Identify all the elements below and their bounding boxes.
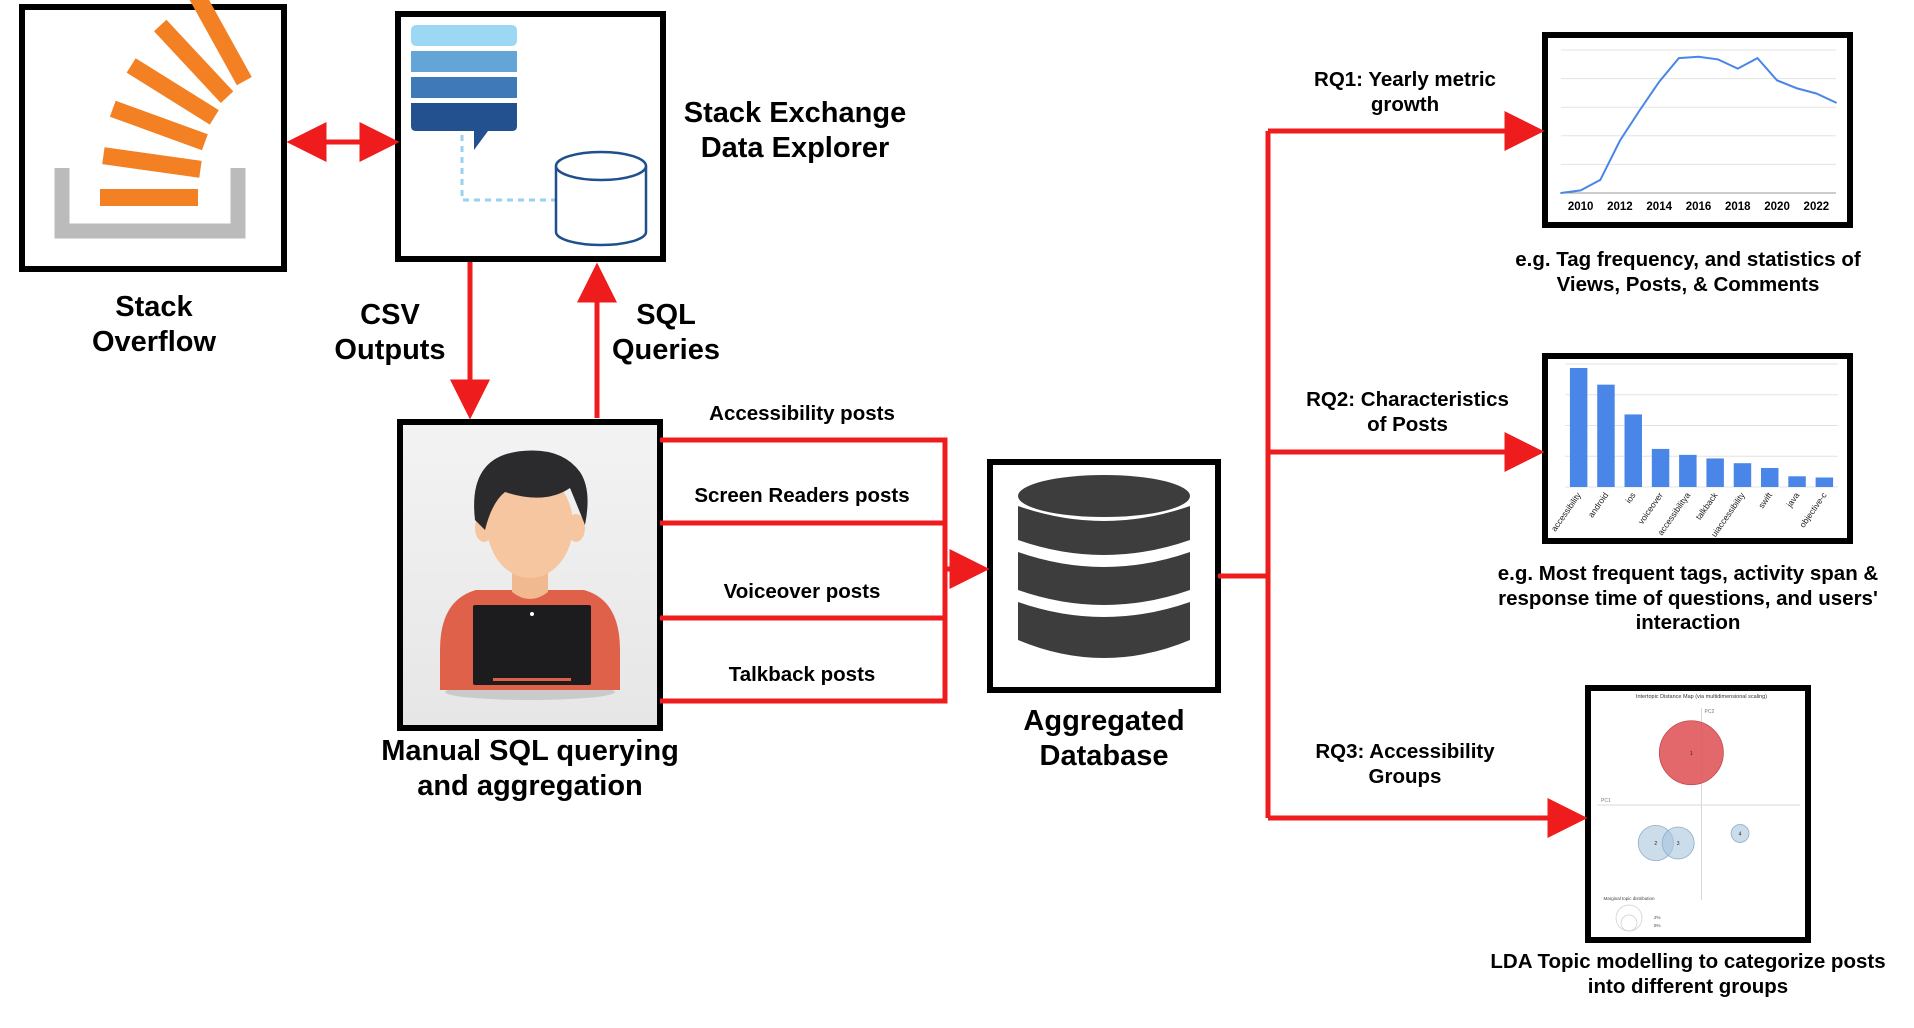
- rq1-data-point: [1579, 189, 1582, 192]
- rq3-topic-map: Intertopic Distance Map (via multidimens…: [1597, 694, 1800, 932]
- rq1-data-point: [1795, 87, 1798, 90]
- rq2-bar: [1788, 476, 1806, 487]
- rq2-bar: [1733, 463, 1752, 487]
- rq1-tick-label: 2014: [1646, 201, 1672, 213]
- data-explorer-title: Stack Exchange Data Explorer: [683, 97, 907, 164]
- aggregated-database-title: Aggregated Database: [1023, 705, 1185, 772]
- rq2-label: RQ2: Characteristics of Posts: [1306, 388, 1509, 436]
- rq3-topic-label: 4: [1739, 832, 1742, 838]
- edge-accessibility: [660, 437, 948, 569]
- data-explorer-icon: [411, 25, 648, 247]
- sql-queries-label: SQL Queries: [612, 299, 720, 366]
- data-explorer-node: [395, 11, 666, 262]
- rq3-topic-label: 1: [1690, 751, 1693, 757]
- rq2-bar: [1706, 458, 1724, 487]
- manual-sql-node: [397, 419, 663, 731]
- rq2-bar: [1624, 414, 1642, 487]
- rq1-line-chart: 2010 2012 2014 2016 2018 2020 2022: [1560, 49, 1837, 213]
- edge-label-screen-readers: Screen Readers posts: [694, 484, 910, 507]
- rq2-bar: [1761, 467, 1779, 487]
- rq1-tick-label: 2020: [1764, 201, 1790, 213]
- rq1-data-point: [1736, 67, 1739, 70]
- rq2-bar: [1815, 477, 1834, 487]
- rq1-chart-frame: 2010 2012 2014 2016 2018 2020 2022: [1542, 32, 1853, 228]
- rq1-tick-label: 2018: [1725, 201, 1751, 213]
- rq1-data-point: [1560, 192, 1562, 194]
- rq3-axis-label-pc2: PC2: [1705, 709, 1715, 715]
- rq1-data-point: [1677, 57, 1680, 60]
- rq1-data-point: [1658, 80, 1661, 83]
- arrows: [286, 111, 1588, 838]
- rq2-description: e.g. Most frequent tags, activity span &…: [1497, 562, 1879, 635]
- rq3-label: RQ3: Accessibility Groups: [1315, 740, 1495, 788]
- rq1-tick-label: 2010: [1568, 201, 1594, 213]
- rq3-topic-bubble: [1730, 824, 1750, 843]
- rq3-legend-value: 2%: [1654, 915, 1661, 920]
- manual-sql-title: Manual SQL querying and aggregation: [381, 735, 679, 802]
- rq3-topic-label: 2: [1654, 841, 1657, 847]
- edge-label-accessibility: Accessibility posts: [709, 402, 895, 425]
- stack-overflow-title: Stack Overflow: [91, 291, 217, 358]
- rq1-description: e.g. Tag frequency, and statistics of Vi…: [1515, 248, 1861, 296]
- rq2-bar: [1651, 448, 1670, 487]
- stack-overflow-node: [19, 0, 287, 272]
- rq1-tick-label: 2016: [1686, 201, 1712, 213]
- rq1-data-point: [1697, 55, 1700, 58]
- rq3-topic-bubble: [1658, 720, 1724, 786]
- stack-overflow-logo-icon: [54, 0, 252, 239]
- rq3-description: LDA Topic modelling to categorize posts …: [1490, 950, 1886, 998]
- rq2-bar: [1679, 454, 1697, 487]
- edge-talkback: [660, 569, 948, 704]
- rq1-data-point: [1756, 57, 1759, 60]
- developer-avatar-icon: [440, 450, 620, 700]
- aggregated-database-node: [987, 459, 1221, 693]
- rq2-bar: [1597, 384, 1615, 487]
- rq1-data-point: [1835, 101, 1837, 104]
- rq3-legend-circle: [1620, 914, 1638, 932]
- rq3-axis-label-pc1: PC1: [1601, 798, 1611, 804]
- rq1-data-point: [1638, 109, 1641, 112]
- edge-label-voiceover: Voiceover posts: [723, 580, 881, 603]
- rq2-bar: [1569, 368, 1588, 487]
- rq3-legend-title: Marginal topic distribution: [1603, 896, 1655, 901]
- rq1-tick-label: 2022: [1804, 201, 1830, 213]
- edge-label-talkback: Talkback posts: [728, 663, 876, 686]
- rq1-tick-label: 2012: [1607, 201, 1633, 213]
- rq3-chart-frame: Intertopic Distance Map (via multidimens…: [1585, 685, 1811, 943]
- rq3-topic-bubble: [1661, 826, 1695, 860]
- rq1-data-point: [1619, 139, 1621, 142]
- rq3-topic-label: 3: [1677, 841, 1680, 847]
- rq3-legend-value: 5%: [1654, 923, 1661, 928]
- rq1-label: RQ1: Yearly metric growth: [1314, 68, 1496, 116]
- rq3-map-title: Intertopic Distance Map (via multidimens…: [1636, 694, 1767, 700]
- rq1-data-point: [1815, 92, 1818, 95]
- database-icon: [1018, 475, 1190, 658]
- csv-outputs-label: CSV Outputs: [334, 299, 446, 366]
- rq1-data-point: [1776, 79, 1778, 82]
- rq1-data-point: [1599, 179, 1602, 181]
- rq1-data-point: [1717, 58, 1720, 61]
